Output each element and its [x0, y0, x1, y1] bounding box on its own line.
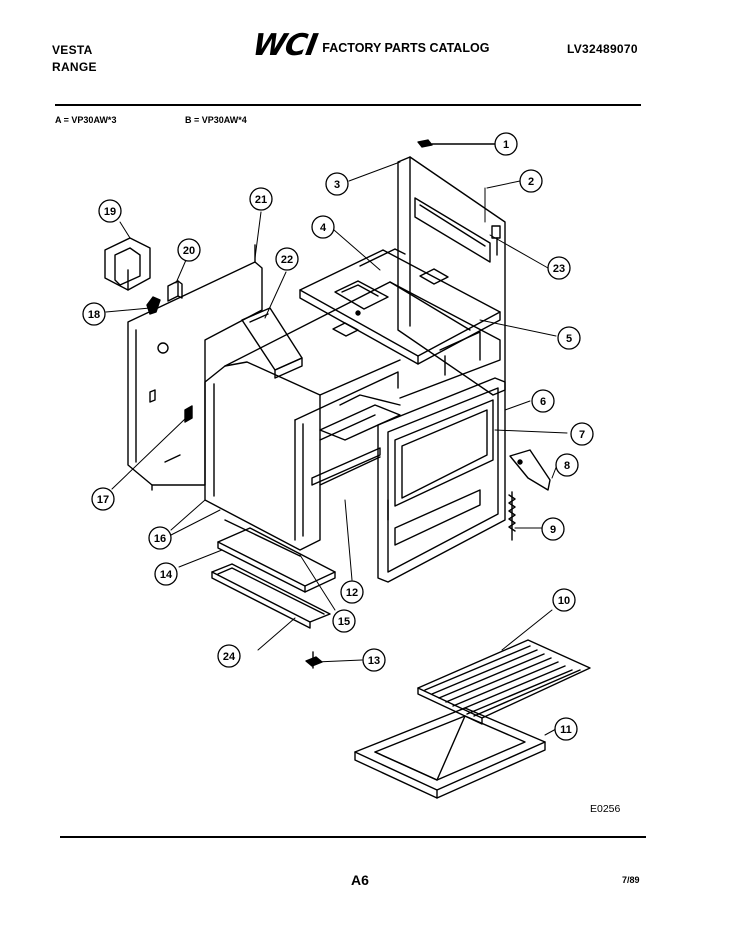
model-a-label: A = VP30AW*3: [55, 115, 117, 125]
callout-22: 22: [281, 254, 293, 266]
callout-23: 23: [553, 263, 565, 275]
callout-9: 9: [550, 524, 556, 536]
callout-10: 10: [558, 595, 570, 607]
part-clip: [417, 139, 496, 148]
callout-circle-13: [362, 648, 386, 672]
callout-numbers: 1 2 3 4 5 6 7 8 9 10 11 12 13 14 15 16 1…: [88, 139, 585, 736]
callout-16: 16: [154, 533, 166, 545]
callout-3: 3: [334, 179, 340, 191]
oven-door: [377, 377, 506, 583]
callout-circle-12: [340, 580, 364, 604]
model-b-label: B = VP30AW*4: [185, 115, 247, 125]
header-divider: [55, 104, 641, 106]
brand-block: VESTA RANGE: [52, 42, 97, 76]
side-panel: [127, 244, 263, 491]
vent-duct: [241, 307, 303, 379]
mounting-bracket: [104, 237, 151, 291]
callout-11: 11: [560, 724, 572, 736]
door-spring: [508, 491, 516, 541]
callout-circle-1: [494, 132, 518, 156]
catalog-date: 7/89: [622, 875, 640, 885]
callout-circle-22: [275, 247, 299, 271]
callout-circle-8: [555, 453, 579, 477]
callout-circle-7: [570, 422, 594, 446]
callout-circle-4: [311, 215, 335, 239]
callout-circle-9: [541, 517, 565, 541]
callout-circle-18: [82, 302, 106, 326]
callout-circle-16: [148, 526, 172, 550]
callout-circle-21: [249, 187, 273, 211]
callout-17: 17: [97, 494, 109, 506]
kick-panel: [211, 563, 331, 629]
callout-5: 5: [566, 333, 572, 345]
callout-7: 7: [579, 429, 585, 441]
callout-15: 15: [338, 616, 350, 628]
page-number: A6: [351, 872, 369, 888]
callout-20: 20: [183, 245, 195, 257]
callout-circle-10: [552, 588, 576, 612]
callout-14: 14: [160, 569, 173, 581]
callout-circle-24: [217, 644, 241, 668]
callout-18: 18: [88, 309, 100, 321]
callout-circle-20: [177, 238, 201, 262]
spacer-block: [167, 280, 183, 302]
callout-6: 6: [540, 396, 546, 408]
callout-circle-19: [98, 199, 122, 223]
leader-lines: [105, 161, 568, 736]
clip-18: [146, 296, 161, 315]
callout-markers: [82, 132, 594, 741]
cooktop-top-panel: [299, 248, 501, 365]
callout-circle-17: [91, 487, 115, 511]
broiler-pan: [354, 707, 546, 799]
catalog-number: LV32489070: [567, 42, 638, 56]
callout-circle-5: [557, 326, 581, 350]
footer-divider: [60, 836, 646, 838]
callout-8: 8: [564, 460, 570, 472]
back-panel: [397, 156, 506, 396]
callout-4: 4: [320, 222, 327, 234]
bottom-panel: [217, 519, 336, 593]
brand-name: VESTA: [52, 43, 93, 57]
callout-circle-2: [519, 169, 543, 193]
oven-cavity: [204, 281, 501, 551]
product-type: RANGE: [52, 60, 97, 74]
oven-rack: [417, 639, 591, 725]
callout-12: 12: [346, 587, 358, 599]
door-hinge: [509, 449, 551, 491]
callout-19: 19: [104, 206, 116, 218]
callout-24: 24: [223, 651, 236, 663]
catalog-title: FACTORY PARTS CATALOG: [322, 41, 490, 55]
callout-circle-23: [547, 256, 571, 280]
callout-circle-11: [554, 717, 578, 741]
callout-circle-15: [332, 609, 356, 633]
callout-2: 2: [528, 176, 534, 188]
callout-circle-3: [325, 172, 349, 196]
callout-circle-6: [531, 389, 555, 413]
callout-13: 13: [368, 655, 380, 667]
figure-code: E0256: [590, 803, 621, 815]
callout-1: 1: [503, 139, 509, 151]
catalog-header: WCI FACTORY PARTS CATALOG: [250, 28, 490, 63]
callout-circle-14: [154, 562, 178, 586]
leveling-leg: [305, 651, 323, 669]
callout-21: 21: [255, 194, 267, 206]
